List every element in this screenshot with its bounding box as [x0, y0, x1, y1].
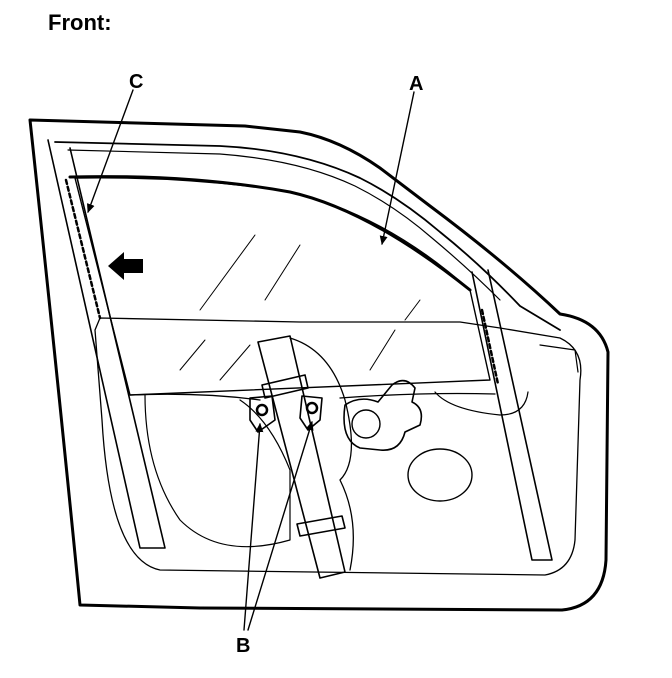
- leader-line-b-right: [247, 421, 314, 631]
- leader-line-b-left: [243, 423, 264, 631]
- rear-channel-strip: [480, 308, 500, 386]
- leader-line-c: [87, 89, 134, 213]
- leader-line-a: [379, 91, 415, 245]
- inner-panel-right-opening: [434, 391, 529, 416]
- regulator-lower-bracket: [296, 515, 346, 537]
- regulator-motor-hub: [351, 409, 381, 439]
- regulator-motor: [343, 379, 423, 451]
- regulator-cable-guide: [289, 337, 354, 571]
- inner-panel-round-hole: [407, 448, 473, 502]
- door-window-frame-inner: [67, 149, 501, 301]
- front-direction-arrow-icon: [108, 252, 143, 280]
- door-window-frame: [54, 141, 561, 331]
- callout-label-c: C: [129, 71, 144, 93]
- front-channel: [47, 139, 166, 549]
- rear-channel: [471, 269, 553, 561]
- inner-panel-outline: [94, 317, 582, 576]
- glass-reflection-lines: [179, 234, 421, 381]
- inner-panel-left-opening: [144, 394, 291, 548]
- window-regulator-bolt-icon: [249, 395, 323, 433]
- regulator-rail: [257, 335, 346, 579]
- diagram-heading: Front:: [48, 10, 112, 35]
- callout-label-b: B: [236, 635, 251, 657]
- door-outer-panel: [28, 118, 610, 612]
- window-glass-top-edge: [68, 175, 472, 292]
- callout-label-a: A: [409, 73, 424, 95]
- regulator-upper-bracket: [261, 374, 309, 399]
- inner-panel-lower-line: [129, 392, 496, 401]
- front-channel-strip: [64, 178, 102, 320]
- window-glass: [74, 177, 491, 396]
- inner-panel-right-notch: [539, 344, 579, 373]
